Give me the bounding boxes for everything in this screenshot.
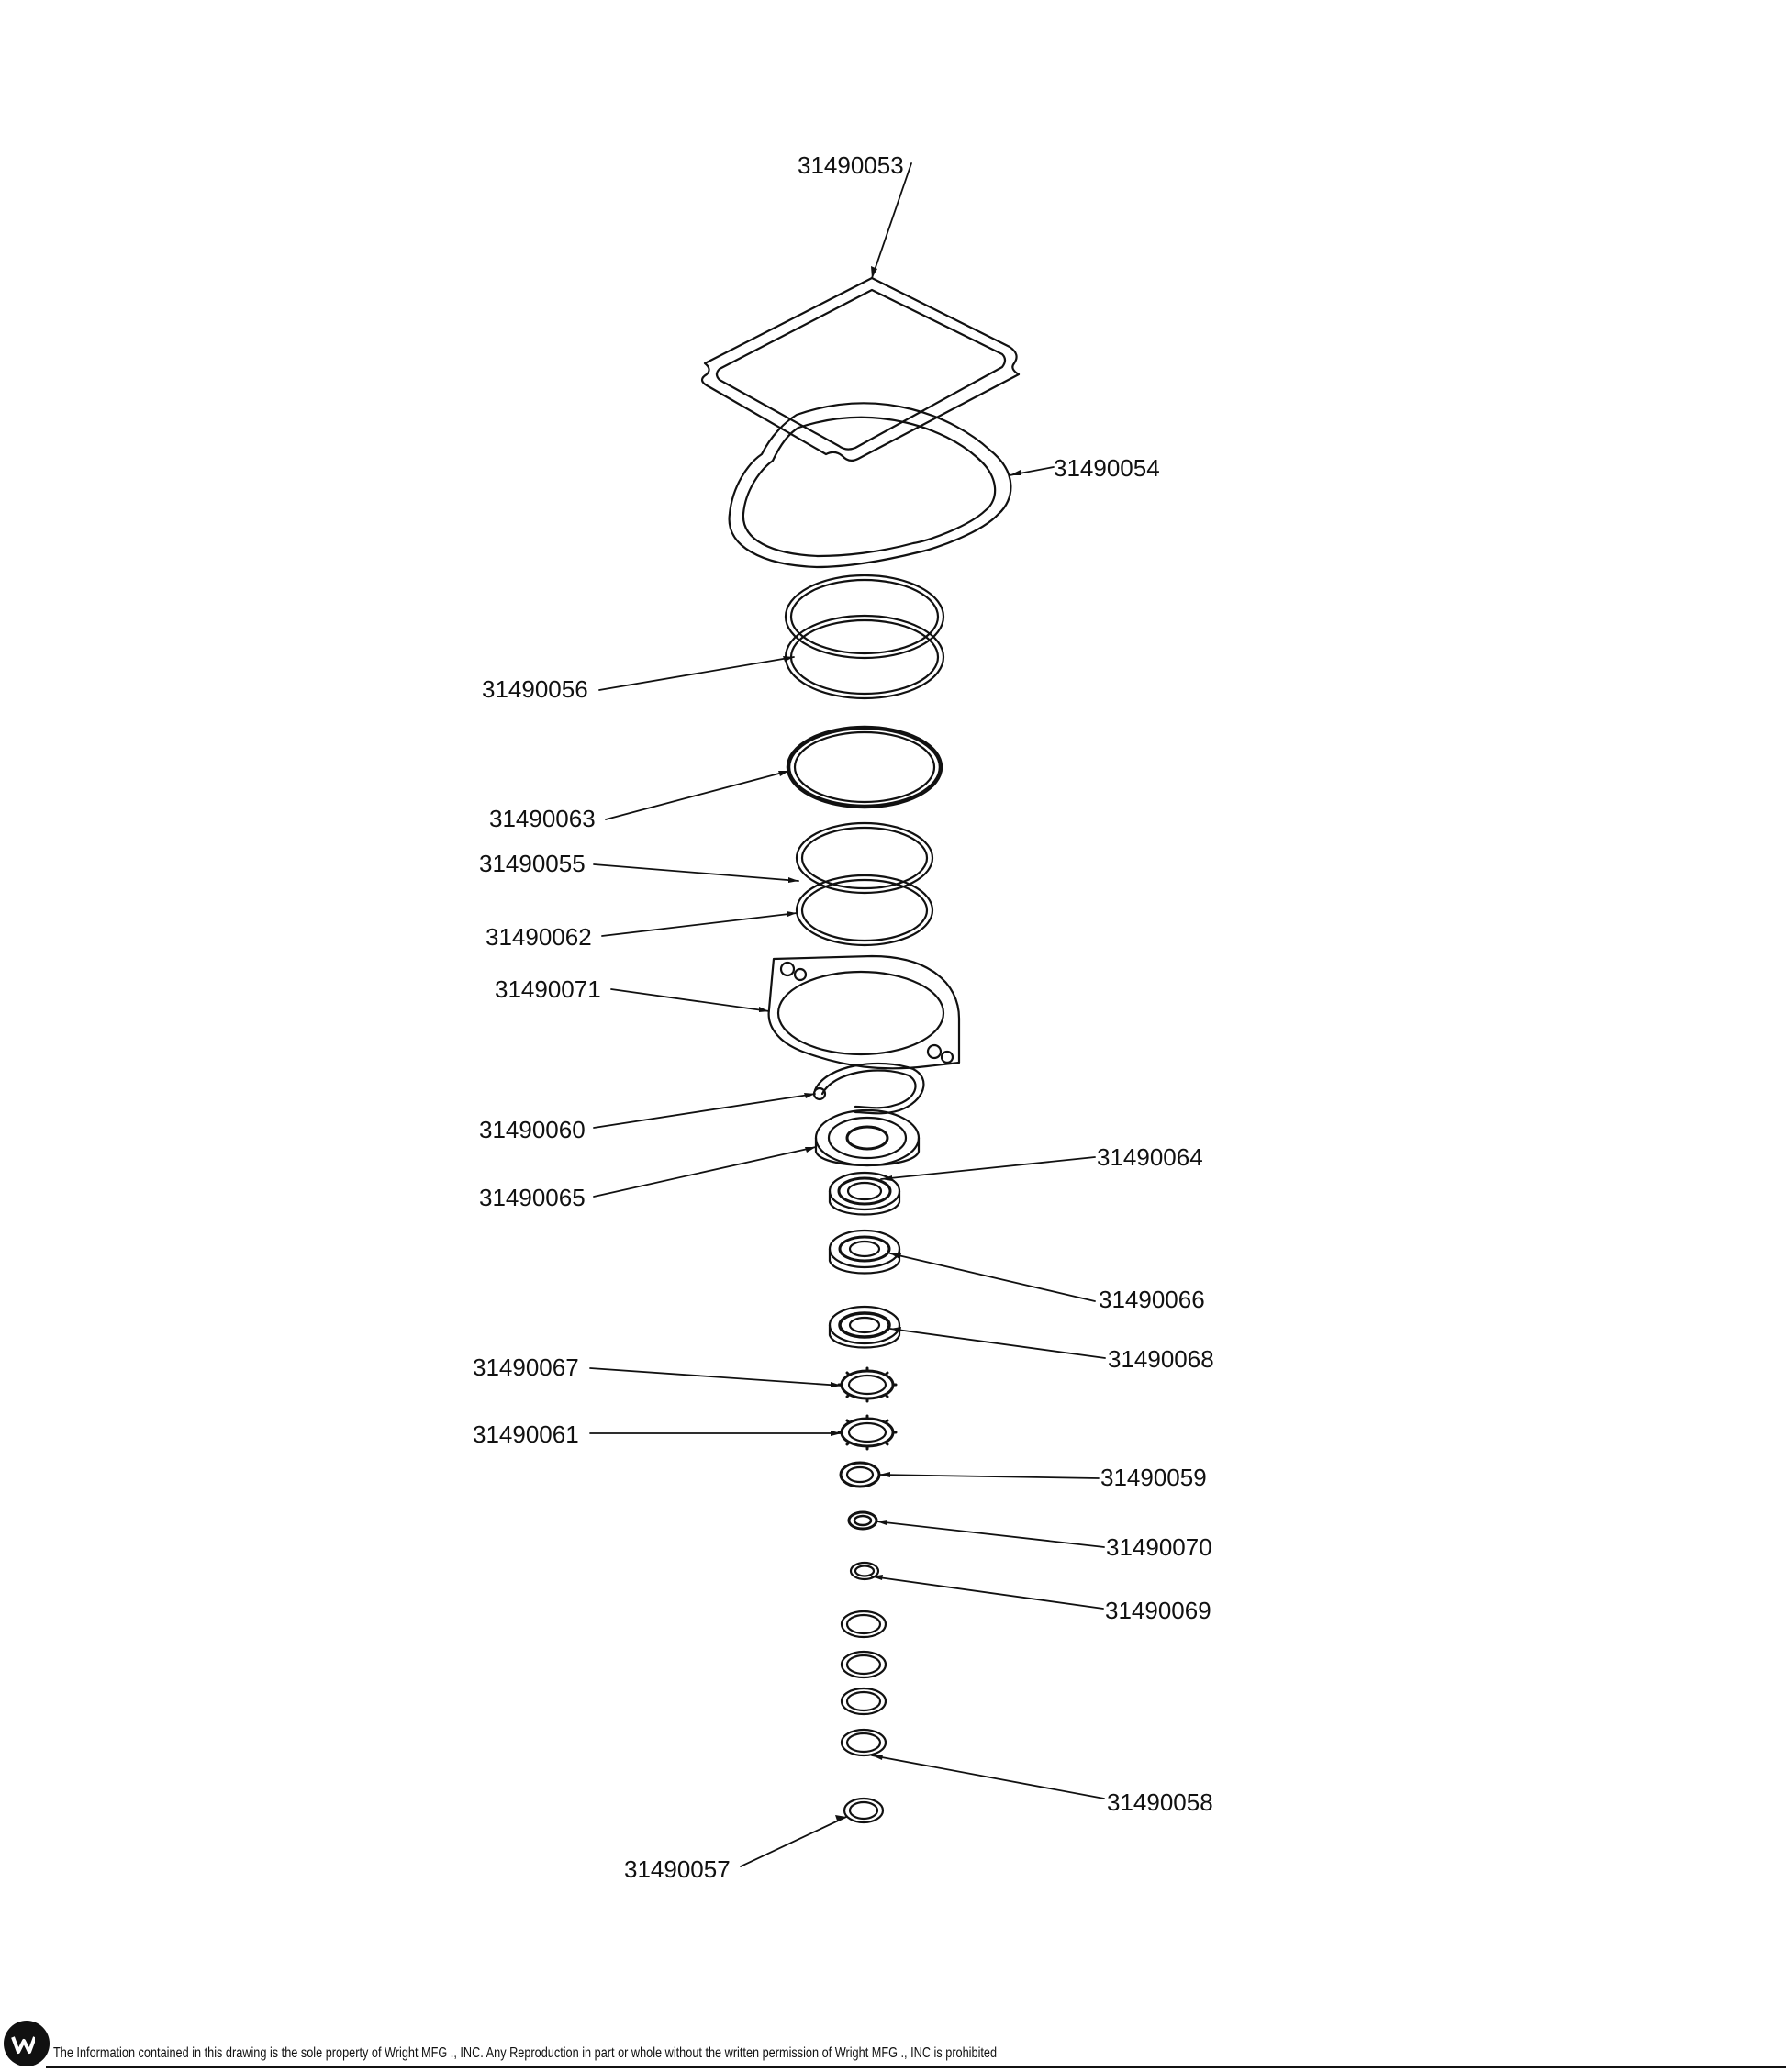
- bearing-31490064: [828, 1171, 901, 1216]
- ring-31490069: [849, 1561, 880, 1581]
- leader-31490067: [589, 1367, 843, 1387]
- ring-31490062: [795, 874, 934, 947]
- callout-31490063: 31490063: [489, 805, 596, 832]
- leader-31490066: [889, 1253, 1096, 1302]
- proprietary-notice: The Information contained in this drawin…: [53, 2045, 998, 2061]
- snap-ring-31490060: [812, 1062, 925, 1115]
- callout-31490062: 31490062: [486, 923, 592, 951]
- toothed-washer-31490061: [837, 1414, 898, 1451]
- leader-31490070: [876, 1521, 1105, 1548]
- callout-31490061: 31490061: [473, 1420, 579, 1448]
- callout-31490053: 31490053: [798, 151, 904, 179]
- callout-31490066: 31490066: [1099, 1286, 1205, 1313]
- callout-31490059: 31490059: [1100, 1464, 1207, 1491]
- callout-31490065: 31490065: [479, 1184, 586, 1211]
- callout-31490057: 31490057: [624, 1855, 731, 1883]
- callout-31490068: 31490068: [1108, 1345, 1214, 1373]
- leader-31490059: [878, 1474, 1100, 1479]
- callout-31490071: 31490071: [495, 975, 601, 1003]
- leader-31490055: [593, 863, 799, 882]
- callout-31490054: 31490054: [1054, 454, 1160, 482]
- callout-31490070: 31490070: [1106, 1533, 1212, 1561]
- leader-31490064: [880, 1156, 1096, 1180]
- callout-31490056: 31490056: [482, 675, 588, 703]
- leader-31490065: [593, 1146, 817, 1198]
- callout-31490067: 31490067: [473, 1353, 579, 1381]
- thick-ring-31490063: [786, 725, 943, 809]
- ring-pair-31490056: [784, 574, 945, 700]
- bearing-31490066: [828, 1229, 901, 1275]
- callout-31490055: 31490055: [479, 850, 586, 877]
- ring-31490057: [843, 1797, 885, 1824]
- flange-gasket-31490071: [767, 954, 961, 1070]
- square-seal-31490053: [700, 276, 1021, 462]
- leader-lines: [589, 162, 1106, 1867]
- rounded-gasket-31490054: [728, 402, 1012, 569]
- leader-31490071: [610, 988, 770, 1012]
- leader-31490056: [598, 656, 795, 691]
- footer-rule: [46, 2066, 1786, 2068]
- leader-31490058: [871, 1755, 1105, 1799]
- washer-31490059: [839, 1461, 881, 1488]
- bearing-31490068: [828, 1305, 901, 1349]
- ring-stack-31490058: [840, 1610, 887, 1757]
- leader-31490053: [871, 162, 912, 279]
- leader-arrowheads: [759, 266, 1021, 1821]
- callout-31490069: 31490069: [1105, 1597, 1211, 1624]
- callout-31490060: 31490060: [479, 1116, 586, 1143]
- callout-31490058: 31490058: [1107, 1788, 1213, 1816]
- leader-31490069: [871, 1576, 1104, 1610]
- leader-31490068: [889, 1328, 1106, 1359]
- leader-31490057: [740, 1816, 847, 1867]
- wright-logo-icon: [4, 2021, 50, 2066]
- callout-31490064: 31490064: [1097, 1143, 1203, 1171]
- leader-31490060: [593, 1093, 816, 1129]
- toothed-washer-31490067: [837, 1366, 898, 1403]
- ring-31490055: [795, 821, 934, 895]
- leader-31490062: [601, 912, 798, 937]
- seal-31490065: [814, 1108, 921, 1167]
- leader-31490063: [605, 770, 790, 820]
- washer-31490070: [847, 1510, 878, 1531]
